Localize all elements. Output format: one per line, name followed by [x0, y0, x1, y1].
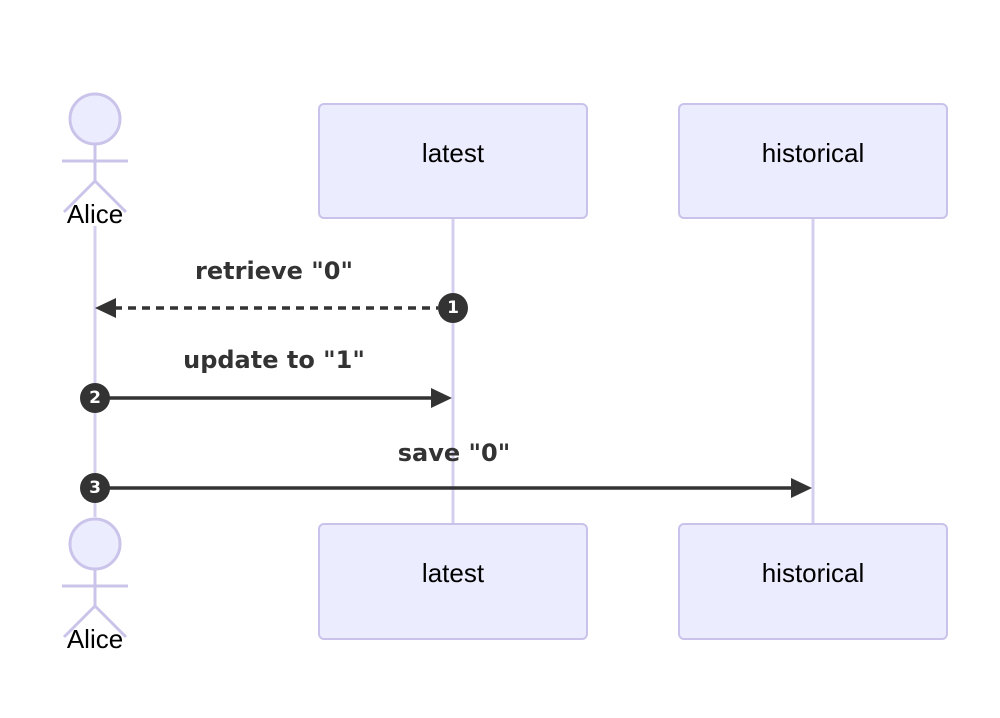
arrowhead-left — [95, 298, 116, 318]
participant-label: latest — [421, 137, 485, 168]
actor-leg-right — [93, 604, 128, 639]
message-label-3: save "0" — [397, 439, 511, 467]
actor-label-bottom: Alice — [66, 624, 124, 654]
participant-box-historical-bottom: historical — [678, 523, 948, 640]
actor-figure-top — [62, 92, 128, 214]
actor-leg-left — [62, 604, 97, 639]
sequence-number-badge-3: 3 — [80, 473, 110, 503]
sequence-number-badge-1: 1 — [438, 293, 468, 323]
sequence-number-badge-2: 2 — [80, 383, 110, 413]
actor-head — [68, 517, 122, 571]
message-arrow-3 — [95, 478, 812, 498]
actor-figure-bottom — [62, 517, 128, 639]
actor-leg-right — [93, 179, 128, 214]
participant-label: historical — [761, 558, 865, 588]
message-arrow-1 — [95, 298, 438, 318]
message-arrow-2 — [95, 388, 452, 408]
participant-label: latest — [421, 558, 485, 588]
participant-box-latest-bottom: latest — [318, 523, 588, 640]
arrowhead-right — [791, 478, 812, 498]
participant-label: historical — [761, 137, 865, 168]
participant-box-historical-top: historical — [678, 103, 948, 219]
actor-label-top: Alice — [66, 199, 124, 229]
participant-box-latest-top: latest — [318, 103, 588, 219]
message-label-1: retrieve "0" — [195, 257, 353, 285]
actor-leg-left — [62, 179, 97, 214]
actor-head — [68, 92, 122, 146]
arrowhead-right — [431, 388, 452, 408]
message-label-2: update to "1" — [183, 346, 365, 374]
